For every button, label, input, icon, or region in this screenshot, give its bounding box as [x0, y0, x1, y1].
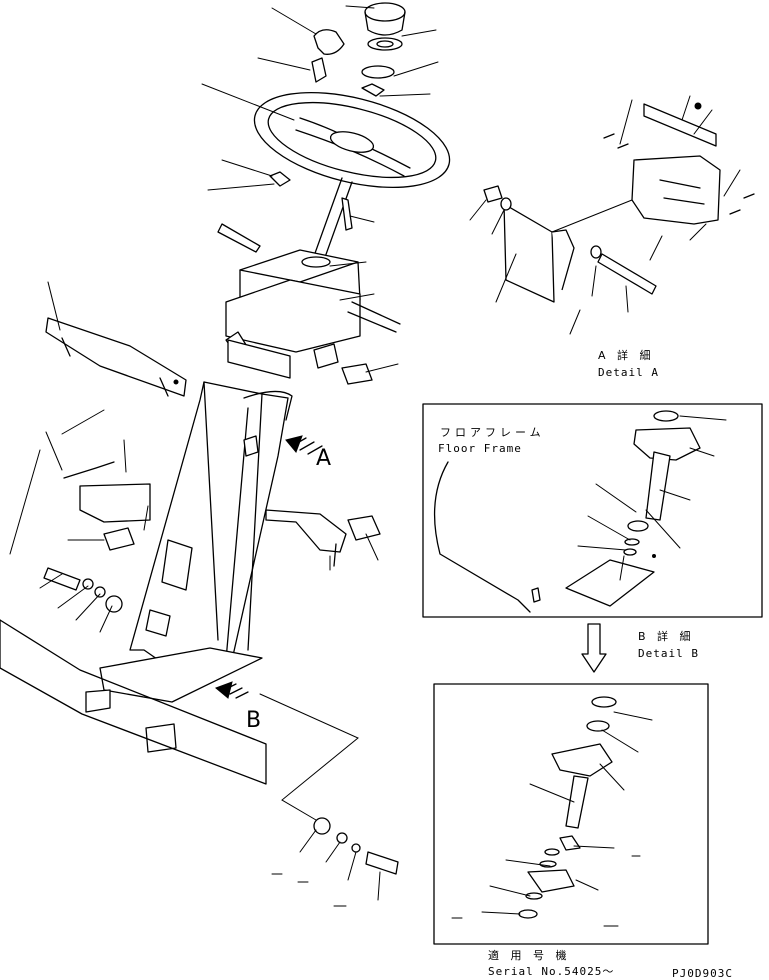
- down-arrow-icon: [581, 623, 607, 673]
- steering-shaft: [313, 177, 353, 261]
- detail-a-drawing: [483, 102, 755, 303]
- detail-a-title-jp: A 詳 細: [598, 349, 655, 362]
- column-base: [85, 647, 263, 753]
- applicability-label-jp: 適 用 号 機: [488, 949, 571, 962]
- triple-arrow-icon-b: [215, 681, 249, 699]
- detail-b-frame: [422, 403, 763, 618]
- steering-wheel: [253, 91, 451, 189]
- lower-fasteners: [43, 567, 123, 613]
- leader-lines-detail-b: [577, 415, 727, 581]
- floor-frame-label-jp: フロアフレーム: [440, 426, 545, 439]
- steering-wheel-cap: [361, 2, 406, 97]
- leader-lines-main: [9, 5, 439, 907]
- bottom-fasteners: [313, 817, 399, 875]
- spring-bracket: [63, 461, 151, 551]
- detail-a-title-en: Detail A: [598, 366, 659, 379]
- serial-number-label: Serial No.54025～: [488, 965, 615, 978]
- detail-b-title-jp: B 詳 細: [638, 630, 695, 643]
- leader-lines-serial-detail: [451, 711, 653, 927]
- serial-detail-frame: [433, 683, 709, 945]
- floor-frame-main: [0, 619, 267, 785]
- drawing-code: PJ0D903C: [672, 967, 733, 980]
- detail-b-drawing: [433, 410, 701, 613]
- serial-detail-drawing: [518, 696, 617, 919]
- column-plate: [227, 339, 373, 385]
- view-b-callout: B: [246, 708, 262, 733]
- view-a-callout: A: [316, 446, 332, 471]
- floor-frame-label-en: Floor Frame: [438, 442, 522, 455]
- mounting-bracket-left: [45, 317, 187, 397]
- column-post: [129, 381, 293, 669]
- detail-b-title-en: Detail B: [638, 647, 699, 660]
- pedal-bracket-right: [265, 509, 381, 567]
- leader-lines-detail-a: [469, 95, 741, 335]
- triple-arrow-icon-a: [285, 435, 323, 455]
- horn-knob: [311, 29, 345, 83]
